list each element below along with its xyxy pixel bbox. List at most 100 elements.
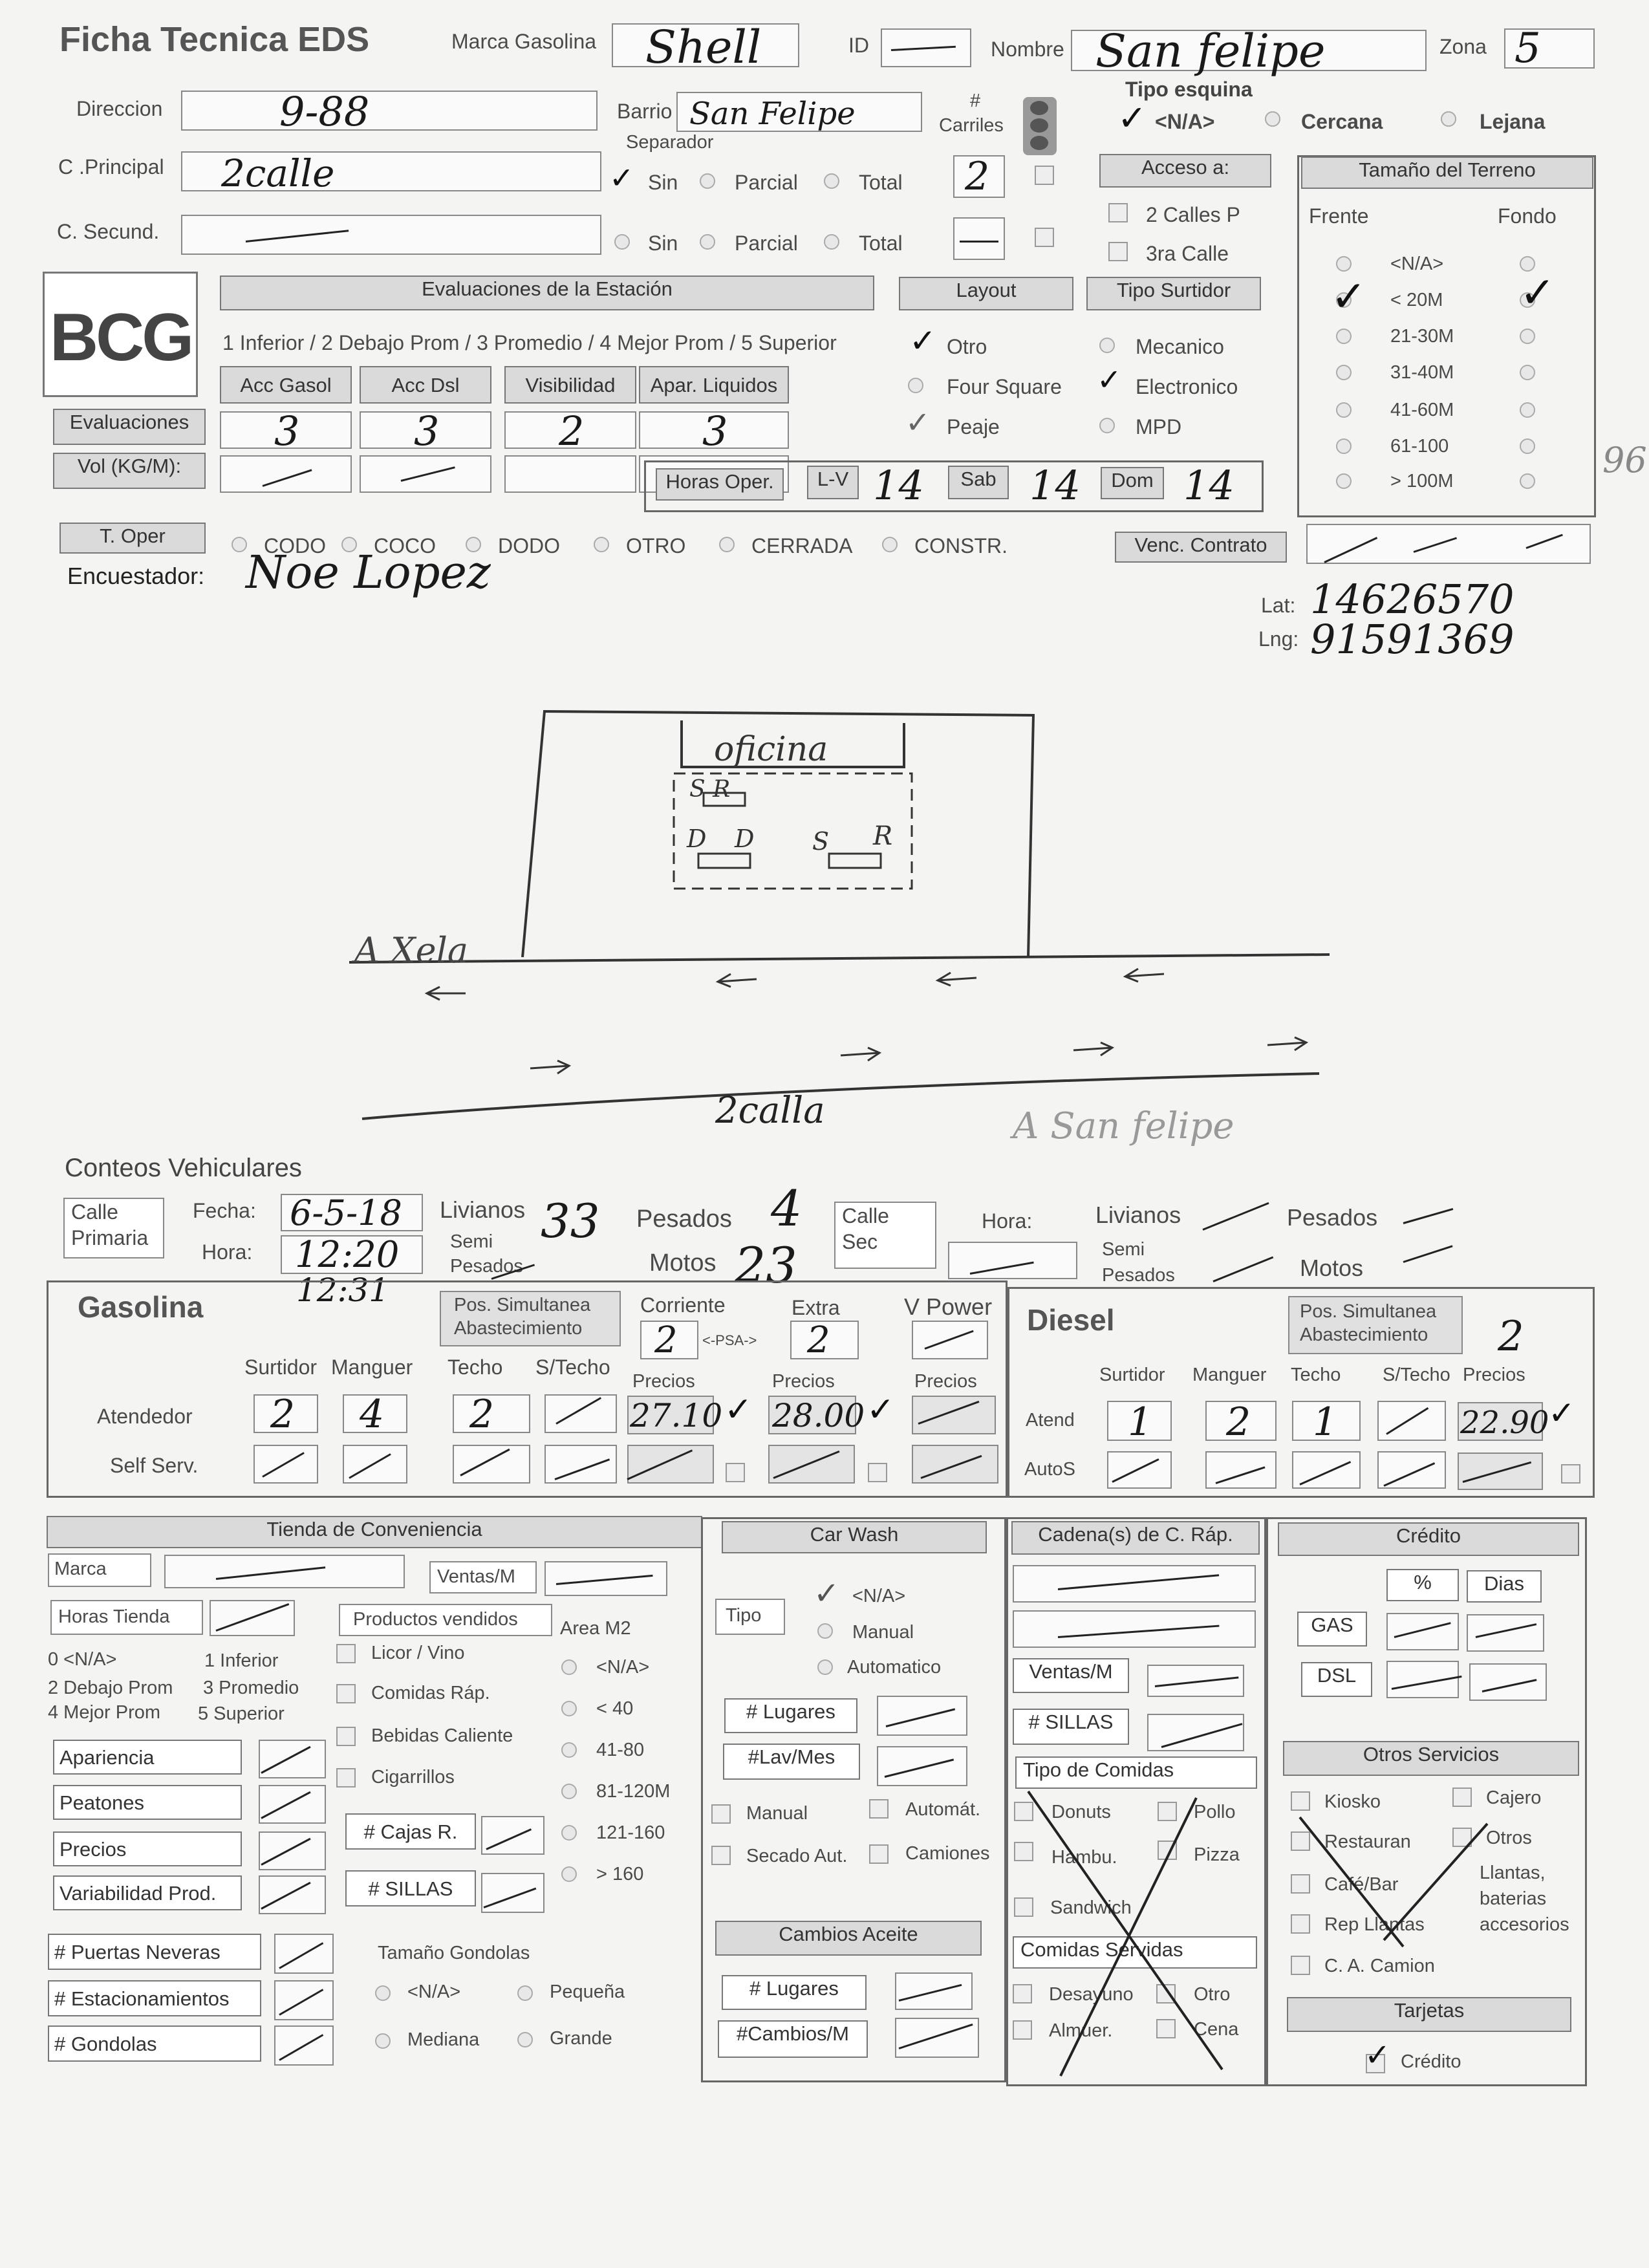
sep1-parcial-radio[interactable]	[700, 173, 715, 189]
terreno-frente-radio-0[interactable]	[1336, 256, 1352, 272]
hora-end-value[interactable]: 12:31	[296, 1271, 390, 1309]
toper-radio-2[interactable]	[466, 537, 481, 552]
acceso-button[interactable]: Acceso a:	[1099, 154, 1271, 188]
tienda-eval-field-3[interactable]	[259, 1875, 326, 1914]
cadena-pollo-check[interactable]	[1158, 1802, 1177, 1821]
credito-dsl-dias[interactable]	[1469, 1663, 1547, 1701]
dsl-autos-check[interactable]	[1561, 1464, 1580, 1484]
cadena-almuer-check[interactable]	[1013, 2020, 1032, 2040]
terreno-frente-radio-1[interactable]	[1336, 292, 1352, 308]
layout-peaje[interactable]: Peaje	[947, 415, 1000, 438]
csecund-field[interactable]	[181, 215, 601, 255]
gas-precio-corriente-field[interactable]: 27.10	[627, 1396, 722, 1434]
toper-radio-4[interactable]	[719, 537, 735, 552]
producto-check-2[interactable]	[336, 1727, 356, 1746]
toper-radio-1[interactable]	[341, 537, 357, 552]
eval-value-field-3[interactable]: 3	[639, 407, 789, 455]
lng-value[interactable]: 91591369	[1310, 616, 1514, 663]
carwash-auto-radio[interactable]	[817, 1659, 833, 1675]
terreno-frente-radio-6[interactable]	[1336, 473, 1352, 489]
tienda-eval-field-2[interactable]	[259, 1831, 326, 1870]
terreno-fondo-radio-1[interactable]	[1520, 292, 1535, 308]
dsl-autos-field-0[interactable]	[1107, 1451, 1172, 1489]
horas-lv-value[interactable]: 14	[873, 462, 924, 509]
gondola-radio-0[interactable]	[375, 1985, 391, 2001]
carriles-check[interactable]	[1035, 166, 1054, 185]
terreno-fondo-radio-3[interactable]	[1520, 365, 1535, 380]
surtidor-mpd-radio[interactable]	[1099, 418, 1115, 433]
eval-value-field-1[interactable]: 3	[360, 407, 491, 455]
acceso-3ra-check[interactable]	[1108, 242, 1128, 261]
gas-self-precio-field-0[interactable]	[627, 1445, 714, 1484]
area-radio-4[interactable]	[561, 1825, 577, 1841]
dsl-atend-field-2[interactable]: 1	[1292, 1399, 1361, 1445]
vol-field-2[interactable]	[504, 455, 636, 493]
credito-gas-pct[interactable]	[1386, 1613, 1459, 1650]
tienda-eval-field-0[interactable]	[259, 1740, 326, 1778]
gas-self-check-0[interactable]	[726, 1463, 745, 1482]
area-radio-3[interactable]	[561, 1784, 577, 1799]
carriles-field[interactable]: 2	[953, 154, 1005, 199]
sep1-total-radio[interactable]	[824, 173, 839, 189]
carriles2-check[interactable]	[1035, 228, 1054, 247]
gas-atend-field-1[interactable]: 4	[343, 1392, 407, 1437]
tarjeta-credito-check[interactable]	[1366, 2054, 1385, 2073]
gasolina-corriente-field[interactable]: 2	[640, 1319, 698, 1361]
otros-check-0[interactable]	[1291, 1791, 1310, 1811]
dsl-atend-field-3[interactable]	[1377, 1401, 1446, 1441]
gas-precio-vpower-field[interactable]	[912, 1396, 996, 1434]
cadena-donuts-check[interactable]	[1014, 1802, 1033, 1821]
tienda-sillas-field[interactable]	[481, 1873, 544, 1913]
fecha-field[interactable]: 6-5-18	[281, 1193, 423, 1233]
gas-self-check-1[interactable]	[868, 1463, 887, 1482]
carwash-auto-check[interactable]	[869, 1799, 889, 1819]
cajas-field[interactable]	[481, 1816, 544, 1855]
area-radio-1[interactable]	[561, 1701, 577, 1716]
toper-radio-5[interactable]	[882, 537, 898, 552]
dsl-atend-field-1[interactable]: 2	[1205, 1399, 1277, 1445]
sep2-sin-radio[interactable]	[614, 234, 630, 250]
gondola-radio-1[interactable]	[517, 1985, 533, 2001]
terreno-frente-radio-2[interactable]	[1336, 329, 1352, 344]
toper-radio-0[interactable]	[232, 537, 247, 552]
gas-atend-field-2[interactable]: 2	[453, 1392, 530, 1437]
gas-atend-field-3[interactable]	[544, 1394, 617, 1433]
vol-field-1[interactable]	[360, 455, 491, 493]
marca-field[interactable]: Shell	[612, 21, 799, 74]
dsl-autos-field-3[interactable]	[1377, 1451, 1446, 1489]
terreno-fondo-radio-2[interactable]	[1520, 329, 1535, 344]
tienda-marca-field[interactable]	[164, 1555, 405, 1588]
cadena-cena-check[interactable]	[1156, 2019, 1176, 2038]
otros-check-2[interactable]	[1291, 1831, 1310, 1851]
cadena-desayuno-check[interactable]	[1013, 1984, 1032, 2003]
encuestador-value[interactable]: Noe Lopez	[246, 546, 491, 599]
gondola-radio-3[interactable]	[517, 2032, 533, 2047]
gas-self-field-1[interactable]	[343, 1445, 407, 1484]
dsl-precio-field[interactable]: 22.90	[1458, 1402, 1549, 1441]
credito-gas-dias[interactable]	[1467, 1614, 1544, 1652]
pesados-value[interactable]: 4	[771, 1180, 803, 1237]
terreno-frente-radio-3[interactable]	[1336, 365, 1352, 380]
sep2-parcial-radio[interactable]	[700, 234, 715, 250]
motos-value[interactable]: 23	[735, 1237, 797, 1294]
area-radio-5[interactable]	[561, 1866, 577, 1882]
gas-self-field-2[interactable]	[453, 1445, 530, 1484]
carriles2-field[interactable]	[953, 217, 1005, 260]
eval-value-field-0[interactable]: 3	[220, 407, 352, 455]
gas-atend-field-0[interactable]: 2	[253, 1392, 318, 1437]
gas-precio-extra-field[interactable]: 28.00	[768, 1396, 865, 1434]
carwash-na[interactable]: <N/A>	[852, 1586, 906, 1606]
zona-field[interactable]: 5	[1504, 25, 1595, 72]
surtidor-mecanico-radio[interactable]	[1099, 338, 1115, 353]
cprincipal-field[interactable]: 2calle	[181, 151, 601, 195]
layout-foursquare-radio[interactable]	[908, 378, 923, 393]
terreno-fondo-radio-4[interactable]	[1520, 402, 1535, 418]
horas-sab-value[interactable]: 14	[1029, 462, 1081, 509]
cadena-field-1[interactable]	[1013, 1565, 1256, 1603]
eval-value-field-2[interactable]: 2	[504, 407, 636, 455]
barrio-field[interactable]: San Felipe	[676, 92, 922, 132]
terreno-fondo-radio-5[interactable]	[1520, 438, 1535, 454]
layout-otro[interactable]: Otro	[947, 335, 987, 358]
area-radio-2[interactable]	[561, 1742, 577, 1758]
otros-check-1[interactable]	[1452, 1787, 1472, 1807]
